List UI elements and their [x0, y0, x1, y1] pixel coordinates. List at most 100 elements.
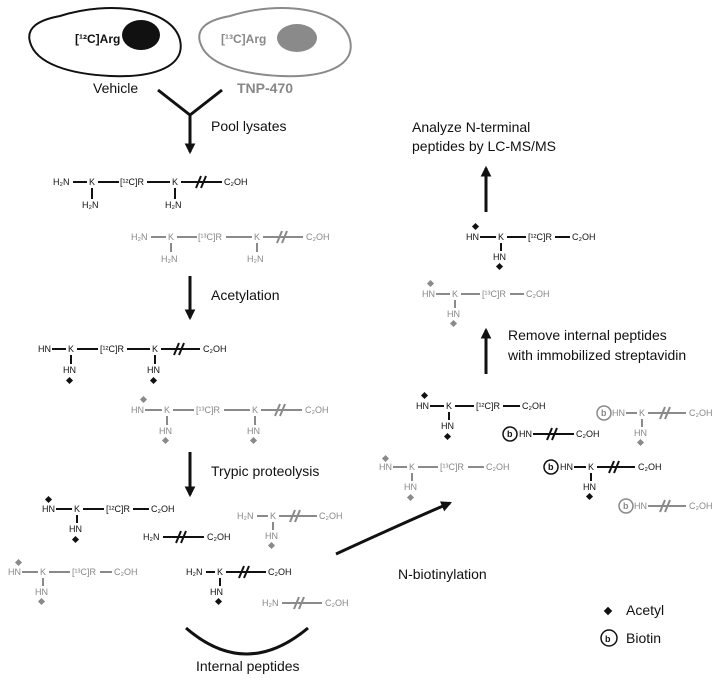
internal-peptides-brace: [185, 626, 309, 656]
biotin-mix-heavy-short: b HN C₂OH: [618, 498, 713, 514]
svg-text:H₂N: H₂N: [161, 254, 178, 264]
svg-text:H₂N: H₂N: [237, 511, 254, 521]
svg-text:C₂OH: C₂OH: [305, 405, 329, 415]
remove-label-1: Remove internal peptides: [508, 327, 667, 343]
svg-text:K: K: [68, 344, 74, 354]
pool-label: Pool lysates: [211, 118, 286, 134]
svg-text:H₂N: H₂N: [247, 254, 264, 264]
svg-text:H₂N: H₂N: [143, 532, 160, 542]
svg-text:HN: HN: [441, 421, 454, 431]
svg-text:K: K: [172, 177, 178, 187]
svg-text:[¹²C]R: [¹²C]R: [106, 504, 130, 514]
fragment-heavy-internal-2: H₂N C₂OH: [262, 596, 349, 610]
svg-text:C₂OH: C₂OH: [151, 504, 175, 514]
biotin-legend-symbol: [600, 629, 618, 647]
svg-text:C₂OH: C₂OH: [526, 289, 550, 299]
biotin-mix-light-short: b HN C₂OH: [502, 426, 600, 442]
svg-text:K: K: [217, 567, 223, 577]
svg-text:K: K: [498, 232, 504, 242]
svg-text:H₂N: H₂N: [82, 200, 99, 210]
vehicle-cell-membrane: [28, 7, 182, 78]
svg-text:b: b: [548, 462, 554, 472]
biotin-legend-label: Biotin: [626, 630, 661, 646]
svg-text:HN: HN: [147, 365, 160, 375]
svg-text:HN: HN: [35, 587, 48, 597]
svg-text:HN: HN: [63, 365, 76, 375]
svg-text:HN: HN: [404, 482, 417, 492]
svg-text:[¹²C]R: [¹²C]R: [120, 177, 144, 187]
svg-text:K: K: [639, 408, 645, 418]
biotinylation-arrow: [335, 501, 452, 556]
merge-lines: [157, 88, 223, 117]
svg-text:C₂OH: C₂OH: [306, 232, 330, 242]
peptide-heavy-acetylated: HN K [¹³C]R K C₂OH HN HN: [131, 395, 329, 445]
biotin-mix-light-k: b HN K C₂OH HN: [543, 459, 662, 501]
svg-text:K: K: [270, 511, 276, 521]
svg-text:HN: HN: [265, 531, 278, 541]
vehicle-cell-label: [¹²C]Arg: [75, 32, 120, 46]
fragment-heavy-internal-1: H₂N K C₂OH HN: [237, 509, 343, 550]
svg-text:HN: HN: [38, 344, 51, 354]
svg-text:H₂N: H₂N: [131, 232, 148, 242]
analyze-label-1: Analyze N-terminal: [412, 119, 530, 135]
svg-text:C₂OH: C₂OH: [114, 567, 138, 577]
remove-label-2: with immobilized streptavidin: [507, 347, 686, 363]
svg-text:[¹³C]R: [¹³C]R: [482, 289, 506, 299]
fragment-light-nterm: HN K [¹²C]R C₂OH HN: [42, 495, 175, 544]
svg-text:C₂OH: C₂OH: [486, 462, 510, 472]
tnp-caption: TNP-470: [237, 80, 293, 96]
svg-text:b: b: [623, 501, 629, 511]
svg-text:[¹³C]R: [¹³C]R: [198, 232, 222, 242]
biotin-mix-light-acetyl: HN K [¹²C]R C₂OH HN: [416, 391, 546, 441]
svg-text:b: b: [601, 408, 607, 418]
svg-text:[¹³C]R: [¹³C]R: [196, 405, 220, 415]
svg-text:HN: HN: [447, 309, 460, 319]
svg-text:HN: HN: [493, 252, 506, 262]
svg-text:C₂OH: C₂OH: [689, 408, 713, 418]
vehicle-cell-nucleus: [122, 20, 160, 50]
svg-text:K: K: [152, 344, 158, 354]
vehicle-cell: [¹²C]Arg: [28, 7, 182, 78]
tnp-cell-membrane: [198, 7, 352, 78]
svg-text:C₂OH: C₂OH: [576, 429, 600, 439]
peptide-heavy-free: H₂N K [¹³C]R K C₂OH H₂N H₂N: [131, 230, 330, 264]
svg-text:C₂OH: C₂OH: [325, 598, 349, 608]
biotin-mix-heavy-k: b HN K C₂OH HN: [596, 405, 713, 447]
peptide-light-acetylated: HN K [¹²C]R K C₂OH HN HN: [38, 342, 227, 385]
svg-text:C₂OH: C₂OH: [638, 462, 662, 472]
svg-text:K: K: [252, 405, 258, 415]
acetylation-label: Acetylation: [211, 287, 279, 303]
svg-text:C₂OH: C₂OH: [572, 232, 596, 242]
svg-text:H₂N: H₂N: [262, 598, 279, 608]
svg-text:K: K: [588, 462, 594, 472]
svg-text:HN: HN: [634, 501, 647, 511]
svg-text:K: K: [168, 232, 174, 242]
svg-text:H₂N: H₂N: [53, 177, 70, 187]
svg-text:K: K: [89, 177, 95, 187]
svg-text:C₂OH: C₂OH: [207, 532, 231, 542]
svg-text:[¹²C]R: [¹²C]R: [528, 232, 552, 242]
svg-text:H₂N: H₂N: [165, 200, 182, 210]
svg-text:[¹³C]R: [¹³C]R: [440, 462, 464, 472]
internal-peptides-label: Internal peptides: [196, 658, 300, 674]
svg-text:HN: HN: [159, 426, 172, 436]
analyze-label-2: peptides by LC-MS/MS: [412, 138, 556, 154]
svg-text:HN: HN: [210, 587, 223, 597]
tnp-cell: [¹³C]Arg: [198, 7, 352, 78]
svg-text:HN: HN: [634, 428, 647, 438]
nterm-light-final: HN K [¹²C]R C₂OH HN: [466, 222, 596, 271]
biotin-mix-heavy-acetyl: HN K [¹³C]R C₂OH HN: [379, 454, 510, 502]
svg-text:K: K: [446, 401, 452, 411]
svg-text:K: K: [74, 504, 80, 514]
biotin-legend-symbol-letter: b: [605, 634, 611, 644]
trypsin-label: Trypic proteolysis: [211, 463, 319, 479]
svg-text:HN: HN: [131, 405, 144, 415]
svg-text:b: b: [507, 429, 513, 439]
vehicle-caption: Vehicle: [93, 80, 138, 96]
fragment-light-internal-1: H₂N C₂OH: [143, 530, 231, 544]
peptide-light-free: H₂N K [¹²C]R K C₂OH H₂N H₂N: [53, 175, 248, 210]
tnp-cell-nucleus: [277, 24, 317, 52]
svg-text:C₂OH: C₂OH: [319, 511, 343, 521]
svg-text:HN: HN: [466, 232, 479, 242]
